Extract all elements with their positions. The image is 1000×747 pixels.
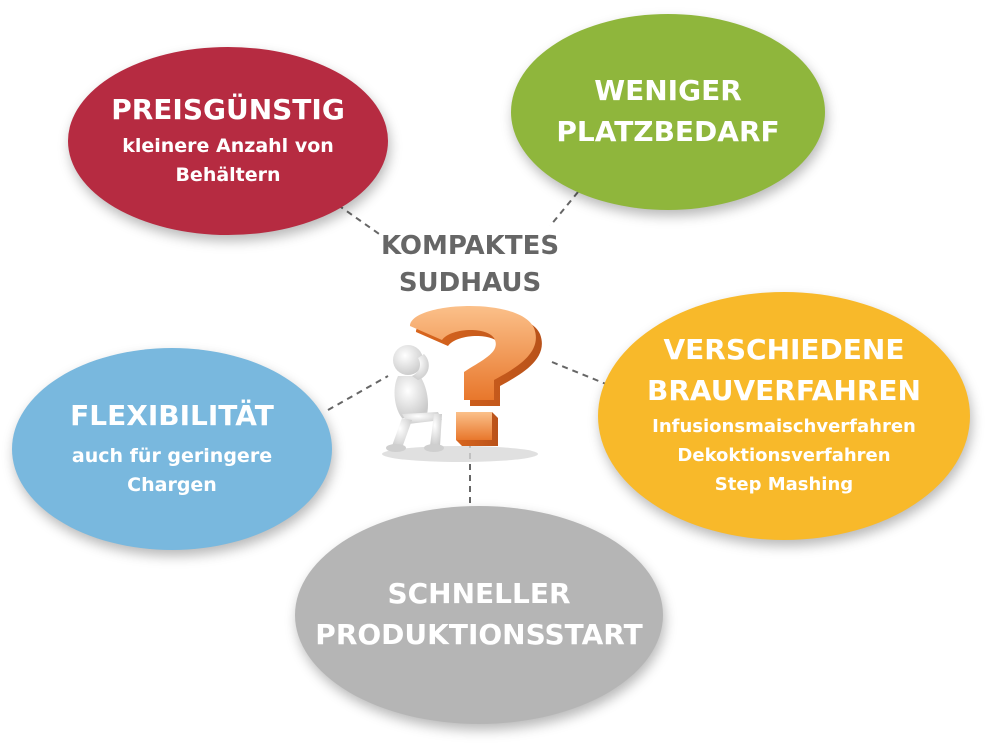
bubble-brauverfahren-title-2: BRAUVERFAHREN <box>647 373 921 407</box>
bubble-flexibilitaet: FLEXIBILITÄT auch für geringere Chargen <box>12 348 332 550</box>
bubble-preisguenstig: PREISGÜNSTIG kleinere Anzahl von Behälte… <box>68 47 388 235</box>
bubble-brauverfahren-sub-3: Step Mashing <box>714 473 854 495</box>
bubble-flexibilitaet-sub-2: Chargen <box>127 473 217 496</box>
bubble-brauverfahren-title-1: VERSCHIEDENE <box>663 333 905 367</box>
connector-price <box>337 204 383 237</box>
bubble-weniger-platzbedarf-title-1: WENIGER <box>594 74 742 108</box>
bubble-flexibilitaet-sub-1: auch für geringere <box>71 445 273 468</box>
bubble-flexibilitaet-title: FLEXIBILITÄT <box>70 398 274 432</box>
center-title-line-2: SUDHAUS <box>398 267 542 298</box>
bubble-weniger-platzbedarf-title-2: PLATZBEDARF <box>556 115 780 148</box>
bubble-schneller-produktionsstart-title-1: SCHNELLER <box>387 577 571 611</box>
bubble-preisguenstig-title: PREISGÜNSTIG <box>111 92 345 126</box>
bubble-schneller-produktionsstart: SCHNELLER PRODUKTIONSSTART <box>295 506 663 724</box>
bubble-preisguenstig-sub-2: Behältern <box>175 163 281 186</box>
connector-flex <box>327 375 389 411</box>
question-mark-figure-icon <box>382 305 542 462</box>
bubble-schneller-produktionsstart-title-2: PRODUKTIONSSTART <box>315 618 643 651</box>
center-title: KOMPAKTES SUDHAUS <box>360 228 580 302</box>
bubble-brauverfahren-sub-2: Dekoktionsverfahren <box>677 444 891 466</box>
connector-methods <box>551 361 607 385</box>
center-title-line-1: KOMPAKTES <box>380 231 560 261</box>
bubble-brauverfahren: VERSCHIEDENE BRAUVERFAHREN Infusionsmais… <box>598 292 970 540</box>
bubble-preisguenstig-sub-1: kleinere Anzahl von <box>122 135 334 158</box>
connector-space <box>549 191 579 227</box>
bubble-weniger-platzbedarf: WENIGER PLATZBEDARF <box>511 14 825 210</box>
bubble-brauverfahren-sub-1: Infusionsmaischverfahren <box>652 416 916 438</box>
